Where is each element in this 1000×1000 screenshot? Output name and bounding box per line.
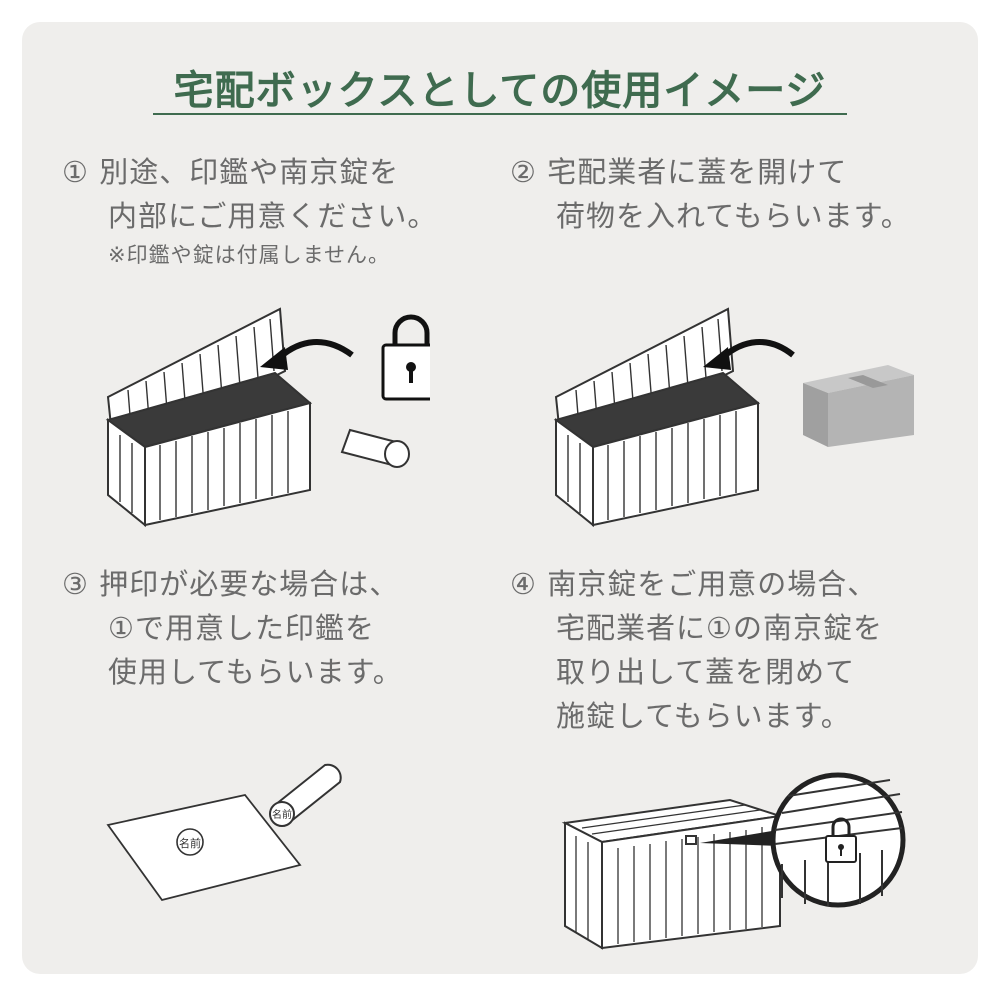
illustration-step-4 xyxy=(561,772,906,950)
zoom-lens-icon xyxy=(770,772,906,908)
illustration-step-3: 名前 名前 xyxy=(106,763,342,902)
step-1-line-1: ① 別途、印鑑や南京錠を xyxy=(62,150,437,194)
step-1: ① 別途、印鑑や南京錠を 内部にご用意ください。 ※印鑑や錠は付属しません。 xyxy=(62,150,437,272)
seal-stamp-icon xyxy=(340,428,410,468)
step-3-line-2: ①で用意した印鑑を xyxy=(108,611,375,645)
step-1-number: ① xyxy=(62,155,89,189)
step-4: ④ 南京錠をご用意の場合、 宅配業者に①の南京錠を 取り出して蓋を閉めて 施錠し… xyxy=(510,562,883,738)
page-title: 宅配ボックスとしての使用イメージ xyxy=(173,68,827,114)
step-4-line-3: 取り出して蓋を閉めて xyxy=(556,655,856,689)
step-2-text-1: 宅配業者に蓋を開けて xyxy=(547,155,848,189)
padlock-icon xyxy=(825,817,857,863)
parcel-box-icon xyxy=(803,365,914,447)
step-3-line-3: 使用してもらいます。 xyxy=(108,655,403,689)
illustration-step-1 xyxy=(105,307,430,528)
step-2-line-2: 荷物を入れてもらいます。 xyxy=(556,199,911,233)
step-2-number: ② xyxy=(510,155,537,189)
step-1-line-2: 内部にご用意ください。 xyxy=(108,199,438,233)
paper-sheet-icon xyxy=(106,794,302,902)
closed-storage-box-icon xyxy=(561,798,781,950)
title-underline xyxy=(153,113,847,115)
step-3-line-1: ③ 押印が必要な場合は、 xyxy=(62,562,403,606)
step-4-line-4: 施錠してもらいます。 xyxy=(556,699,851,733)
seal-impression-text: 名前 xyxy=(179,836,201,850)
step-4-text-1: 南京錠をご用意の場合、 xyxy=(547,567,878,601)
stamp-face-text: 名前 xyxy=(272,808,292,821)
curved-arrow-icon xyxy=(278,339,354,360)
open-storage-box-icon xyxy=(553,307,761,528)
step-4-line-1: ④ 南京錠をご用意の場合、 xyxy=(510,562,883,606)
curved-arrow-icon xyxy=(721,339,795,360)
illustration-step-2 xyxy=(553,307,914,528)
open-storage-box-icon xyxy=(105,307,313,528)
step-2: ② 宅配業者に蓋を開けて 荷物を入れてもらいます。 xyxy=(510,150,911,238)
step-3-text-1: 押印が必要な場合は、 xyxy=(99,567,400,601)
step-3: ③ 押印が必要な場合は、 ①で用意した印鑑を 使用してもらいます。 xyxy=(62,562,403,694)
step-1-note: ※印鑑や錠は付属しません。 xyxy=(108,243,390,267)
step-2-line-1: ② 宅配業者に蓋を開けて xyxy=(510,150,911,194)
seal-impression: 名前 xyxy=(176,828,204,856)
front-slats xyxy=(119,411,289,520)
padlock-icon xyxy=(381,314,430,401)
step-4-line-2: 宅配業者に①の南京錠を xyxy=(556,611,883,645)
step-4-number: ④ xyxy=(510,567,537,601)
seal-stamp-icon: 名前 xyxy=(269,763,342,827)
step-1-text-1: 別途、印鑑や南京錠を xyxy=(99,155,400,189)
step-3-number: ③ xyxy=(62,567,89,601)
